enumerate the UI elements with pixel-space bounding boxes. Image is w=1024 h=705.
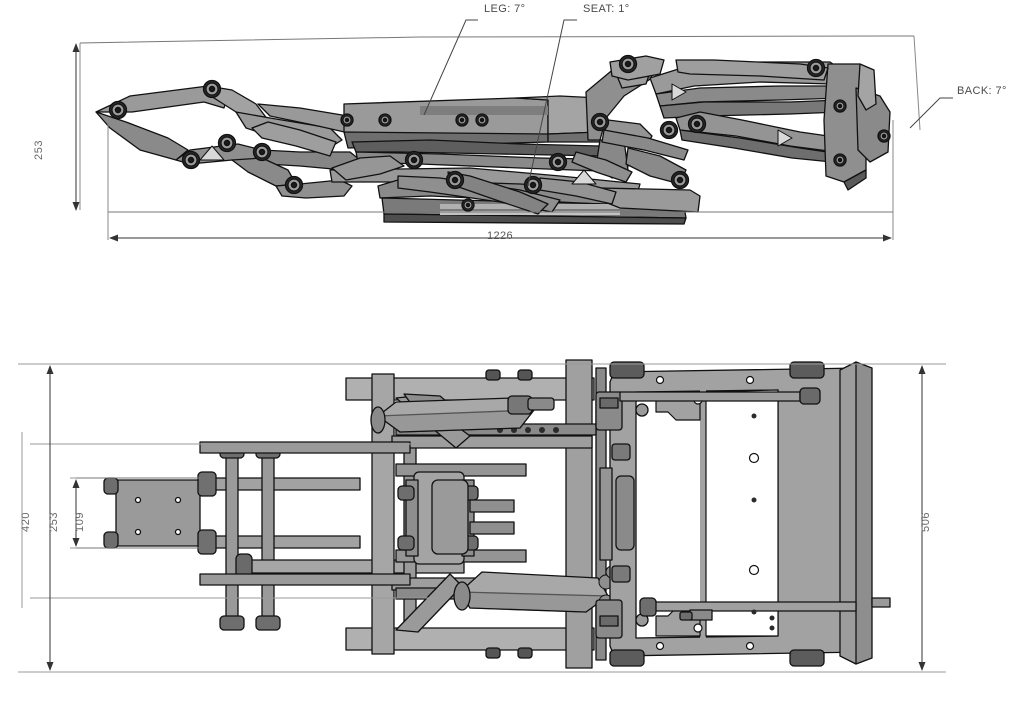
- side-height-dimension-label: 253: [33, 139, 45, 160]
- seat-angle-callout: SEAT: 1°: [583, 3, 630, 15]
- plan-inner-width-dimension-label: 253: [48, 511, 60, 532]
- dimension-lines: [18, 19, 953, 673]
- plan-footplate-width-dimension-label: 109: [74, 511, 86, 532]
- leg-angle-callout: LEG: 7°: [484, 3, 526, 15]
- plan-overall-depth-dimension-label: 506: [920, 511, 932, 532]
- plan-overall-width-dimension-label: 420: [20, 511, 32, 532]
- back-angle-callout: BACK: 7°: [957, 85, 1007, 97]
- plan-view-mechanism: [103, 359, 891, 669]
- side-elevation-mechanism: [95, 54, 891, 225]
- side-length-dimension-label: 1226: [487, 230, 514, 242]
